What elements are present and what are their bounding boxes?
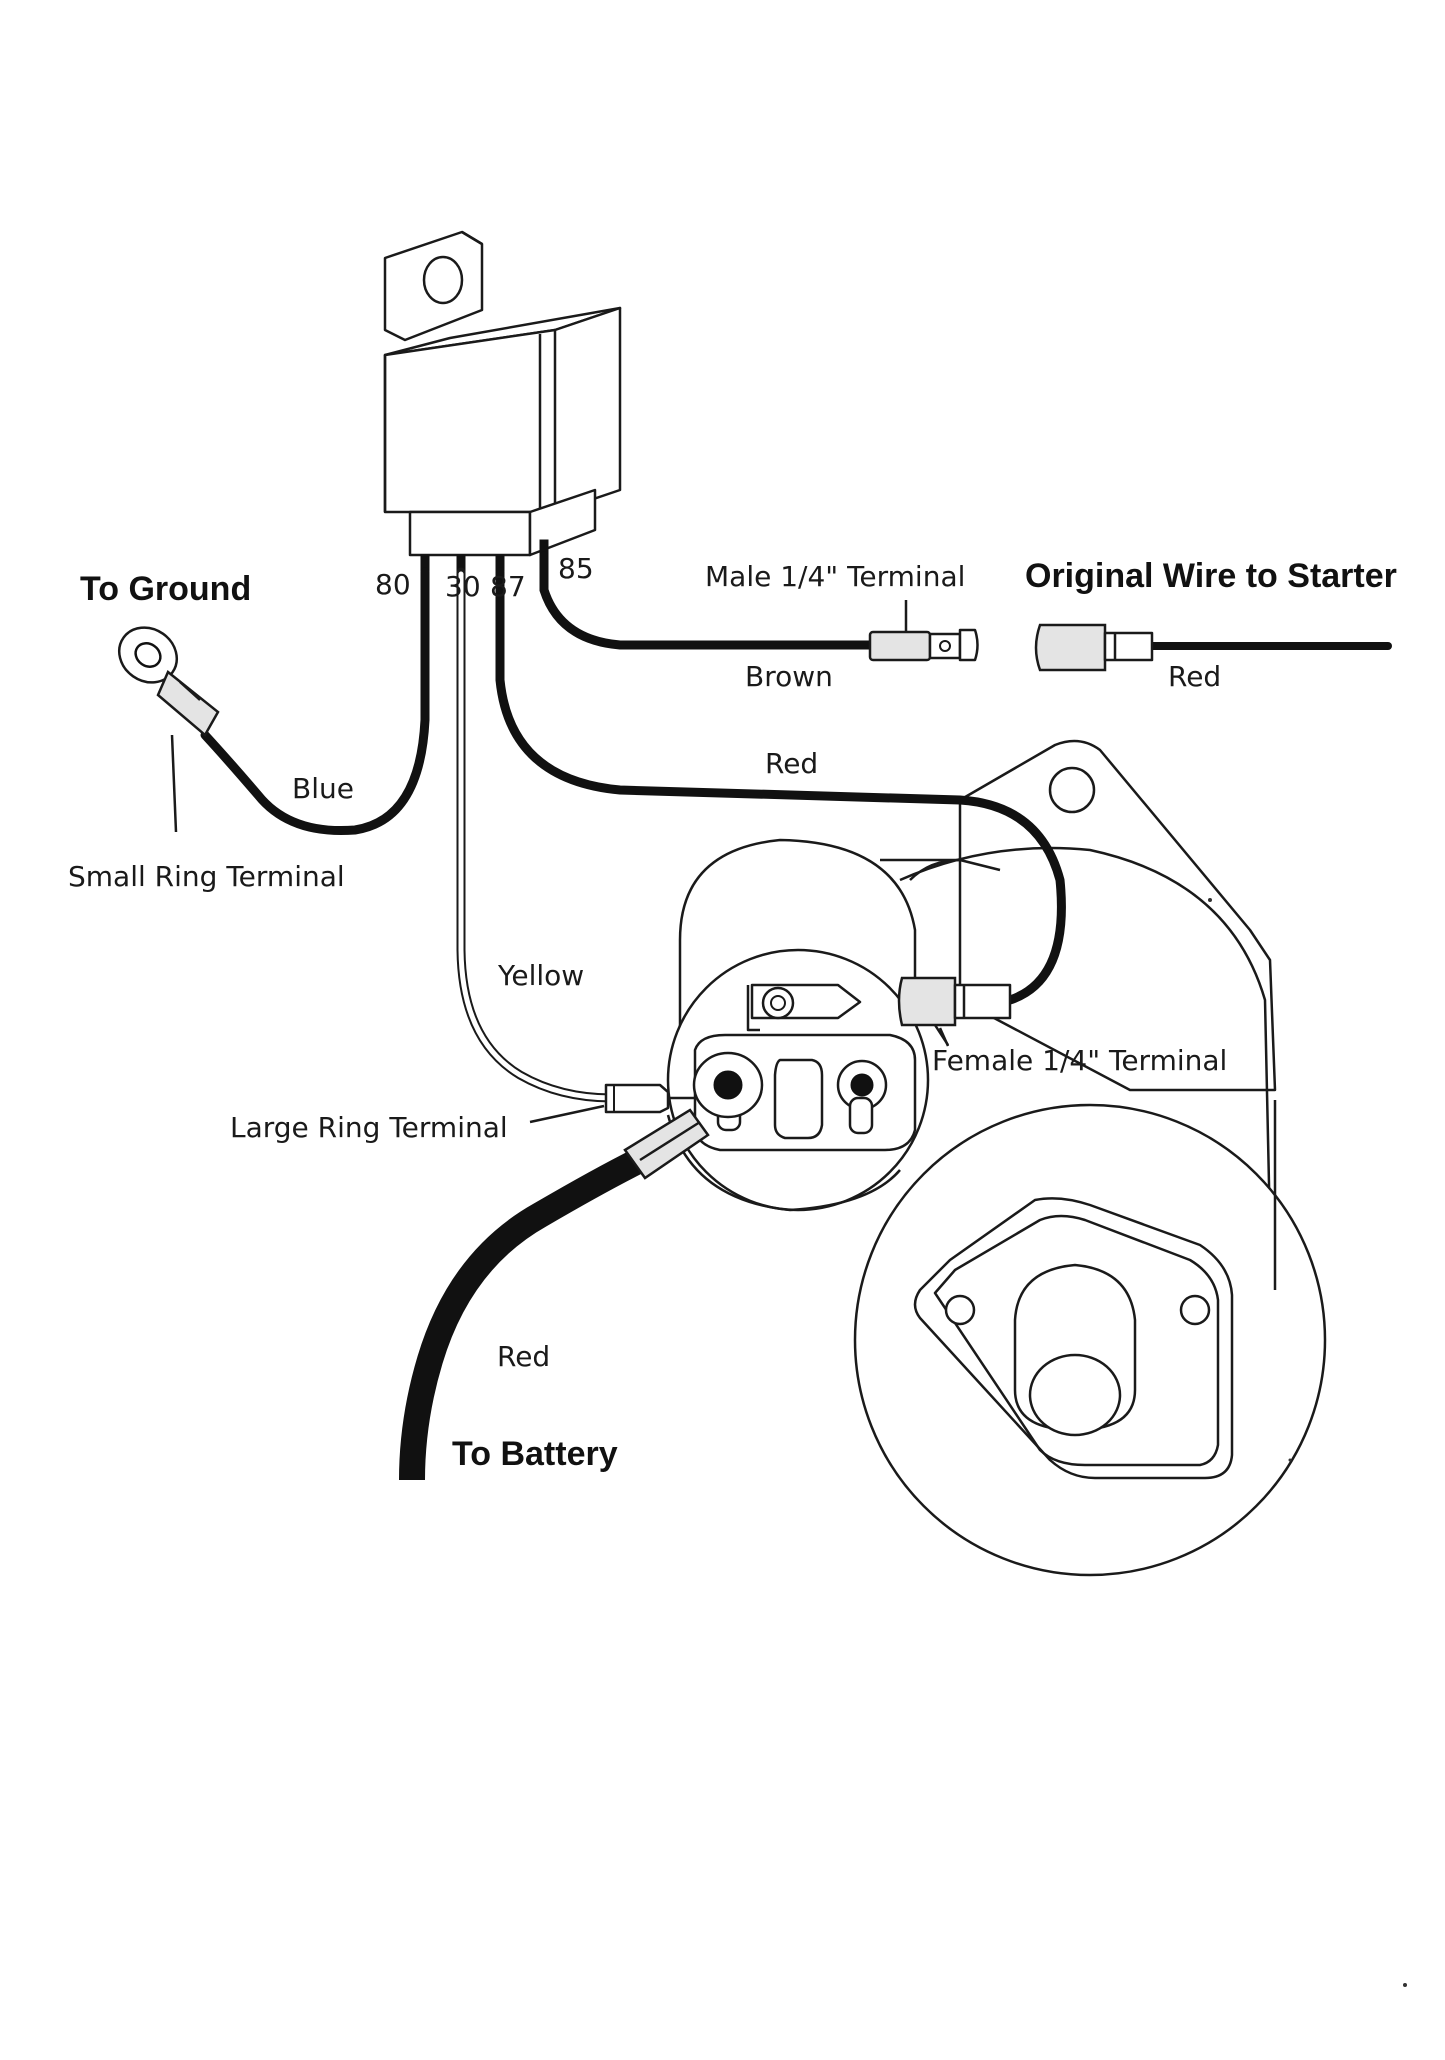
- wire-brown: [539, 551, 875, 650]
- leader-large-ring: [529, 1104, 605, 1124]
- large-ring-terminal: [604, 1051, 764, 1119]
- solenoid-cap-lower-arc: [666, 1114, 901, 1212]
- wire-yellow: [456, 567, 617, 1103]
- flange-bolt-hole-left: [944, 1294, 976, 1326]
- motor-terminal-stud: [836, 1059, 888, 1135]
- motor-end-flange-inner: [933, 1214, 1220, 1467]
- starter-upper-housing: [899, 846, 1272, 1231]
- scan-speck-3: [1288, 1458, 1292, 1462]
- wire-yellow-core: [458, 571, 615, 1101]
- solenoid-center-insulator: [773, 1058, 824, 1140]
- label-to-battery: To Battery: [452, 1435, 618, 1473]
- label-pin-80: 80: [375, 568, 411, 601]
- wire-blue: [200, 567, 430, 836]
- scan-speck-2: [1403, 1983, 1407, 1987]
- solenoid-s-terminal: [746, 983, 862, 1032]
- label-red-starter-wire: Red: [1168, 660, 1221, 693]
- battery-cable-terminal: [623, 1108, 710, 1180]
- label-female-terminal: Female 1/4" Terminal: [932, 1044, 1227, 1077]
- label-brown: Brown: [745, 660, 833, 693]
- label-yellow: Yellow: [497, 959, 584, 992]
- label-blue: Blue: [292, 772, 354, 805]
- relay-body: [383, 306, 622, 514]
- bracket-hole: [1048, 766, 1096, 814]
- starter-motor: [666, 739, 1327, 1577]
- leader-female-terminal: [938, 1027, 950, 1047]
- small-ring-terminal: [118, 626, 220, 737]
- label-male-terminal: Male 1/4" Terminal: [705, 560, 965, 593]
- solenoid-body-edge: [909, 858, 961, 881]
- motor-nose-bushing: [1028, 1353, 1122, 1437]
- label-pin-87: 87: [490, 570, 526, 603]
- label-small-ring-terminal: Small Ring Terminal: [68, 860, 345, 893]
- label-original-wire: Original Wire to Starter: [1025, 557, 1397, 595]
- leader-small-ring: [170, 734, 178, 833]
- label-red-battery-cable: Red: [497, 1340, 550, 1373]
- label-large-ring-terminal: Large Ring Terminal: [230, 1111, 508, 1144]
- female-terminal: [897, 976, 1012, 1046]
- relay-mounting-hole: [422, 255, 464, 305]
- starter-mounting-bracket: [958, 739, 1277, 1092]
- male-terminal: [868, 600, 979, 662]
- label-red-relay-wire: Red: [765, 747, 818, 780]
- wire-red-relay: [495, 567, 1066, 1005]
- label-pin-30: 30: [445, 570, 481, 603]
- flange-bolt-hole-right: [1179, 1294, 1211, 1326]
- scan-speck: [1208, 898, 1212, 902]
- label-to-ground: To Ground: [80, 570, 251, 608]
- original-wire-female-terminal: [1034, 623, 1154, 672]
- relay: [383, 230, 622, 572]
- wire-battery-cable: [399, 1148, 646, 1481]
- label-pin-85: 85: [558, 552, 594, 585]
- relay-base: [408, 510, 532, 557]
